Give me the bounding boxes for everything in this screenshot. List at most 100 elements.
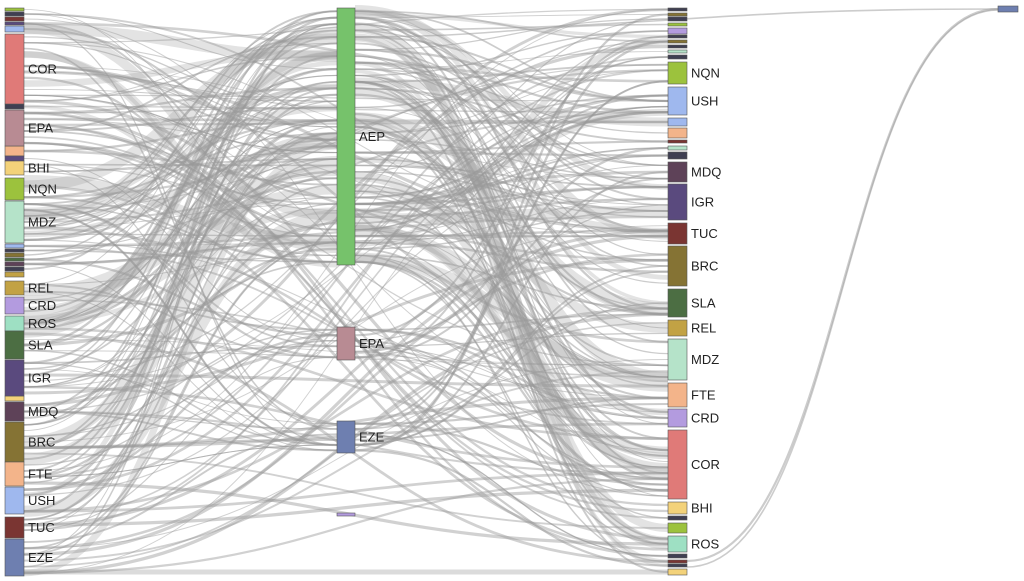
link-long	[23, 69, 669, 532]
link	[23, 158, 338, 521]
link	[354, 106, 669, 199]
link	[23, 42, 338, 102]
link-long	[23, 123, 669, 507]
link	[354, 197, 669, 218]
link-long	[23, 56, 669, 478]
node-right-igr	[667, 183, 688, 221]
node-small	[667, 16, 688, 22]
node-small	[667, 563, 688, 568]
link	[23, 340, 338, 466]
link	[354, 10, 669, 43]
link	[354, 23, 669, 38]
link	[23, 144, 338, 347]
link	[23, 196, 338, 252]
link	[354, 202, 669, 316]
link	[23, 68, 338, 313]
link	[354, 61, 669, 167]
link	[354, 328, 669, 400]
node-middle-epa	[336, 326, 356, 361]
link	[23, 170, 338, 256]
link-long	[23, 327, 669, 440]
link	[354, 48, 669, 188]
link	[354, 313, 669, 331]
node-label-right-fte: FTE	[691, 387, 716, 402]
node-label-right-cor: COR	[691, 457, 720, 472]
node-middle-eze	[336, 420, 356, 454]
link	[354, 112, 669, 480]
link	[23, 71, 338, 102]
node-right-rel	[667, 319, 688, 337]
link	[354, 125, 669, 452]
link-long	[23, 477, 669, 575]
node-small	[4, 395, 25, 402]
node-small	[4, 266, 25, 272]
node-label-right-ush: USH	[691, 93, 718, 108]
link	[23, 241, 338, 266]
node-label-left-tuc: TUC	[28, 520, 55, 535]
link-long	[23, 94, 669, 492]
link	[23, 247, 338, 407]
link	[23, 87, 338, 115]
node-small	[667, 515, 688, 521]
link	[354, 18, 669, 173]
node-label-middle-aep: AEP	[359, 129, 385, 144]
link	[354, 74, 669, 329]
link	[354, 449, 669, 567]
node-left-rel	[4, 280, 25, 296]
link-band	[23, 51, 338, 254]
link	[23, 94, 338, 261]
node-left-ros	[4, 315, 25, 332]
link	[354, 210, 669, 250]
link-long	[23, 105, 669, 521]
node-right-bhi	[667, 501, 688, 515]
link	[354, 35, 669, 359]
link	[23, 334, 338, 491]
node-label-left-ros: ROS	[28, 316, 57, 331]
node-small	[4, 16, 25, 22]
link-band	[23, 174, 338, 247]
node-label-right-brc: BRC	[691, 258, 718, 273]
link-band	[354, 252, 669, 383]
node-small	[667, 553, 688, 559]
link	[23, 362, 338, 452]
link	[354, 119, 669, 540]
link	[23, 197, 338, 388]
link	[23, 177, 338, 388]
link	[354, 56, 669, 231]
link	[354, 261, 669, 545]
link	[23, 158, 338, 217]
node-small	[667, 559, 688, 564]
node-label-right-crd: CRD	[691, 410, 719, 425]
link	[23, 13, 338, 70]
link	[23, 152, 338, 172]
link	[23, 196, 338, 263]
link	[23, 119, 338, 153]
link	[23, 106, 338, 132]
node-small	[4, 257, 25, 262]
node-small	[4, 261, 25, 267]
node-left-mdz	[4, 200, 25, 244]
link	[23, 119, 338, 324]
link-band	[354, 112, 669, 315]
link	[23, 10, 338, 376]
link	[354, 10, 669, 102]
node-label-left-sla: SLA	[28, 337, 53, 352]
link	[354, 171, 669, 457]
node-label-left-mdz: MDZ	[28, 214, 56, 229]
node-small	[667, 522, 688, 534]
node-small	[667, 54, 688, 60]
link	[354, 87, 669, 143]
node-left-ush	[4, 486, 25, 515]
link	[354, 42, 669, 343]
link	[23, 55, 338, 102]
node-label-right-igr: IGR	[691, 194, 714, 209]
link	[23, 65, 338, 141]
link-long	[23, 239, 669, 399]
node-right-mdz	[667, 338, 688, 381]
link-long	[23, 488, 669, 527]
link	[23, 433, 338, 544]
node-left-epa	[4, 109, 25, 147]
link	[354, 397, 669, 441]
link-band	[354, 5, 669, 240]
link-long	[23, 471, 669, 513]
